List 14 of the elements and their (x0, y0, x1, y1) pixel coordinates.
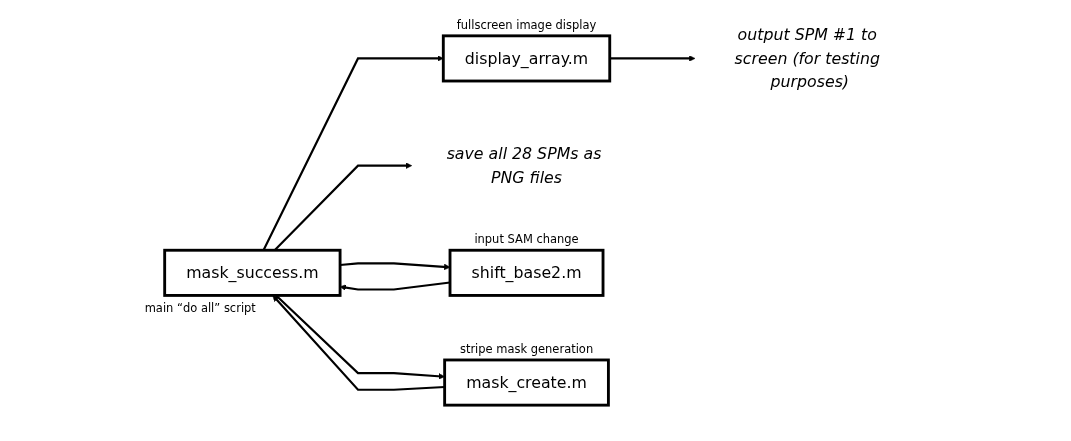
node-box: shift_base2.m (448, 248, 605, 297)
arrow (609, 55, 696, 62)
arrow (262, 55, 444, 251)
arrow (339, 281, 450, 291)
node-label: main “do all” script (144, 300, 256, 315)
arrow (273, 162, 412, 251)
node-label: input SAM change (474, 232, 579, 247)
node-box: mask_create.m (443, 358, 610, 407)
node-box: mask_success.m (163, 248, 342, 297)
node-label: fullscreen image display (456, 18, 597, 32)
node-text: save all 28 SPMs as PNG files (446, 144, 602, 187)
node-label: stripe mask generation (459, 342, 594, 356)
node-text: output SPM #1 to screen (for testing purposes) (734, 25, 880, 92)
node-box: display_array.m (441, 34, 612, 83)
